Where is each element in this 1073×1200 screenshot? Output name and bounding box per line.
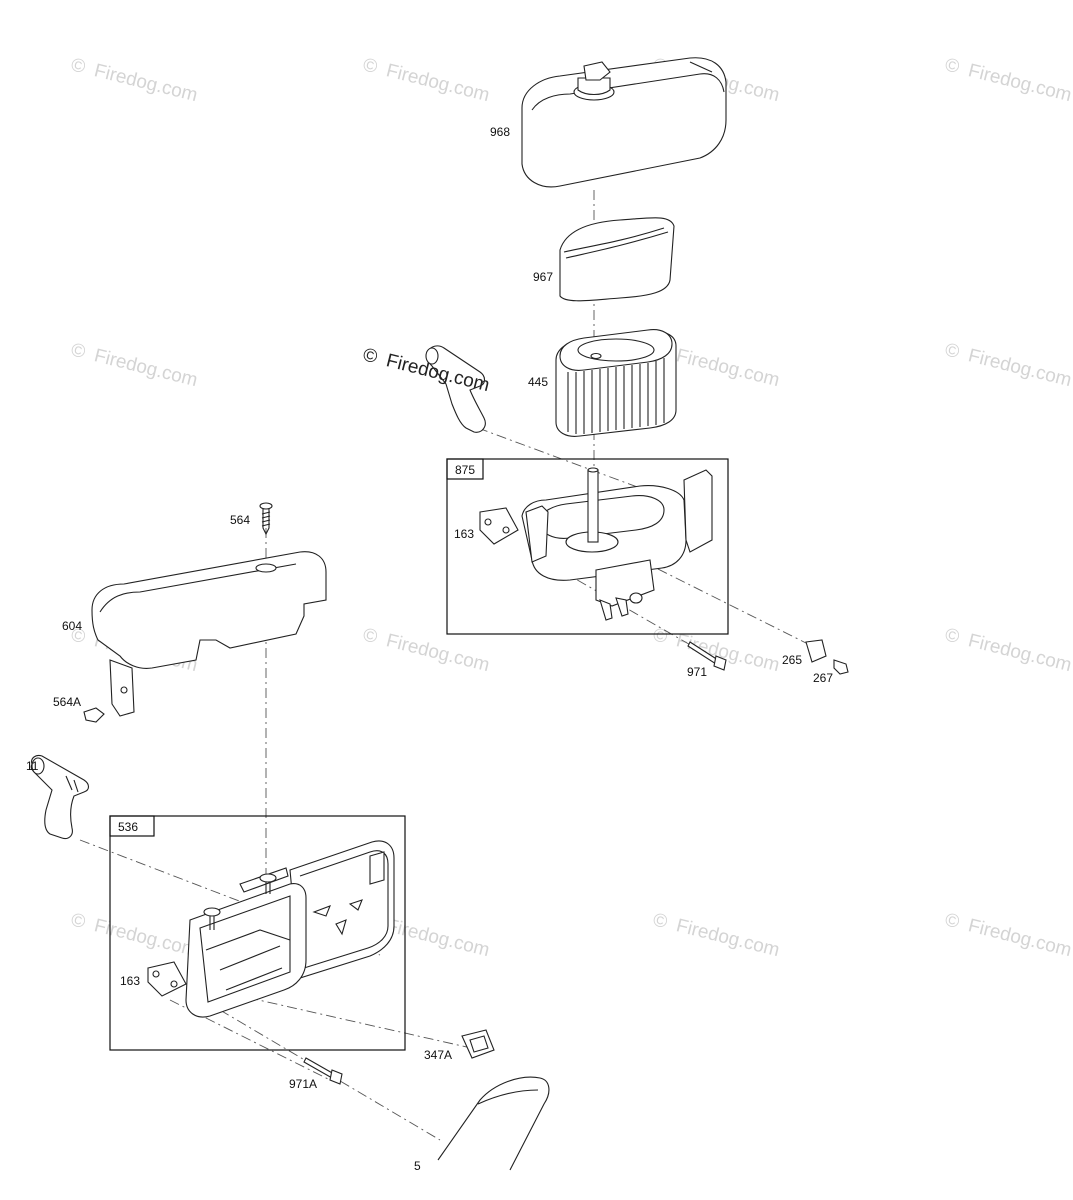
gasket-163-lower bbox=[147, 961, 187, 997]
label-11: 11 bbox=[26, 759, 39, 773]
bracket-265 bbox=[805, 639, 827, 663]
gasket-163-upper bbox=[479, 507, 519, 545]
air-cleaner-cover-968 bbox=[521, 57, 727, 188]
watermark-text: Firedog.com bbox=[92, 345, 200, 391]
watermark-text: Firedog.com bbox=[966, 630, 1073, 676]
watermark-text: Firedog.com bbox=[384, 915, 492, 961]
assembly-box-536-tag bbox=[109, 815, 155, 837]
label-564A: 564A bbox=[53, 695, 81, 709]
bolt-971A bbox=[303, 1057, 343, 1085]
label-163-upper: 163 bbox=[454, 527, 474, 541]
air-cleaner-body-536 bbox=[185, 840, 395, 1018]
assembly-box-875 bbox=[446, 458, 729, 635]
watermark-copyright-symbol: © bbox=[69, 624, 88, 648]
watermark-text: Firedog.com bbox=[92, 915, 200, 961]
watermark-copyright-symbol: © bbox=[943, 339, 962, 363]
watermark-text: Firedog.com bbox=[384, 60, 492, 106]
watermark-copyright-symbol: © bbox=[943, 54, 962, 78]
watermark-copyright-symbol: © bbox=[69, 909, 88, 933]
watermark-text: Firedog.com bbox=[966, 60, 1073, 106]
watermark-copyright-symbol: © bbox=[943, 909, 962, 933]
watermark-text: Firedog.com bbox=[966, 345, 1073, 391]
watermark-text: Firedog.com bbox=[674, 915, 782, 961]
watermark-copyright-symbol: © bbox=[943, 624, 962, 648]
label-347A: 347A bbox=[424, 1048, 452, 1062]
label-564: 564 bbox=[230, 513, 250, 527]
assembly-box-536 bbox=[109, 815, 406, 1051]
filter-5 bbox=[437, 1076, 550, 1171]
screw-564A bbox=[83, 707, 105, 723]
air-filter-445 bbox=[555, 329, 677, 437]
label-968: 968 bbox=[490, 125, 510, 139]
label-971A: 971A bbox=[289, 1077, 317, 1091]
label-971: 971 bbox=[687, 665, 707, 679]
screw-564 bbox=[259, 502, 273, 536]
watermark-copyright-symbol: © bbox=[361, 344, 380, 368]
breather-tube-upper bbox=[425, 345, 486, 433]
watermark-copyright-symbol: © bbox=[361, 624, 380, 648]
watermark-text: Firedog.com bbox=[92, 60, 200, 106]
label-604: 604 bbox=[62, 619, 82, 633]
part-labels: 968 967 445 163 971 265 267 564 604 564A… bbox=[26, 125, 833, 1173]
watermark-copyright-symbol: © bbox=[361, 54, 380, 78]
screw-267 bbox=[833, 659, 849, 675]
label-265: 265 bbox=[782, 653, 802, 667]
watermark-text: Firedog.com bbox=[674, 345, 782, 391]
label-163-lower: 163 bbox=[120, 974, 140, 988]
breather-tube-11 bbox=[30, 754, 90, 840]
watermark-text: Firedog.com bbox=[966, 915, 1073, 961]
watermark-copyright-symbol: © bbox=[69, 54, 88, 78]
label-267: 267 bbox=[813, 671, 833, 685]
assembly-box-536-label: 536 bbox=[118, 820, 138, 834]
label-445: 445 bbox=[528, 375, 548, 389]
assembly-box-875-tag bbox=[446, 458, 484, 480]
watermark-text: Firedog.com bbox=[384, 630, 492, 676]
label-967: 967 bbox=[533, 270, 553, 284]
assembly-box-875-label: 875 bbox=[455, 463, 475, 477]
air-cleaner-base-875 bbox=[521, 467, 713, 621]
cover-604 bbox=[91, 551, 327, 717]
pre-cleaner-967 bbox=[559, 217, 675, 302]
bolt-971 bbox=[687, 641, 727, 671]
filter-pleats bbox=[567, 358, 665, 434]
watermark-copyright-symbol: © bbox=[69, 339, 88, 363]
watermark-copyright-symbol: © bbox=[651, 909, 670, 933]
switch-347A bbox=[461, 1029, 495, 1059]
label-5: 5 bbox=[414, 1159, 421, 1173]
